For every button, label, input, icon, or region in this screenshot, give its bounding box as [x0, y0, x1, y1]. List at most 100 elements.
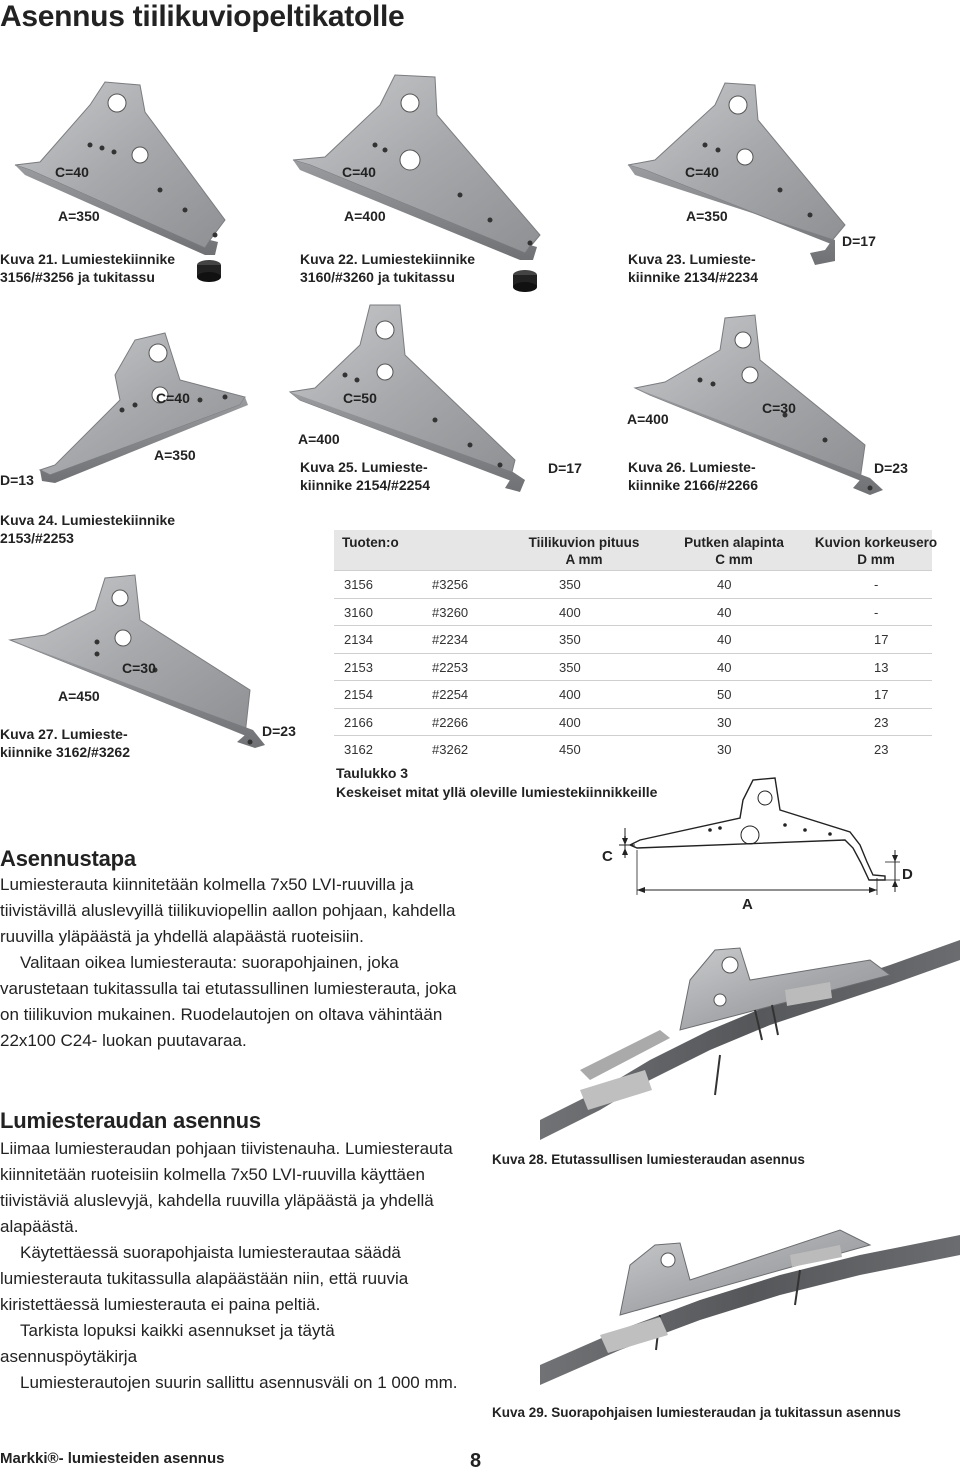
k26-caption-line2: kiinnike 2166/#2266 [628, 477, 758, 493]
cell-height-d: 23 [874, 714, 889, 730]
k26-dim-a: A=400 [627, 411, 669, 427]
asennustapa-heading: Asennustapa [0, 846, 136, 871]
k26-caption-line1: Kuva 26. Lumieste- [628, 459, 756, 475]
asennus-paragraph-4: Lumiesterautojen suurin sallittu asennus… [20, 1373, 458, 1392]
cell-product: 3162 [344, 742, 373, 757]
cell-length-a: 450 [559, 742, 581, 757]
header-pipe-line2: C mm [715, 552, 753, 567]
cell-product: 2154 [344, 687, 373, 702]
bracket-25-illustration [288, 304, 525, 492]
cell-product: 3156 [344, 577, 373, 592]
k22-dim-c: C=40 [342, 164, 376, 180]
cell-length-a: 350 [559, 659, 581, 675]
k24-dim-c: C=40 [156, 390, 190, 406]
k23-caption-line1: Kuva 23. Lumieste- [628, 251, 756, 267]
k27-dim-d: D=23 [262, 723, 296, 739]
header-height: Kuvion korkeusero D mm [806, 534, 946, 568]
k27-caption-line2: kiinnike 3162/#3262 [0, 744, 130, 760]
k25-caption: Kuva 25. Lumieste- kiinnike 2154/#2254 [300, 458, 430, 494]
page-number: 8 [470, 1450, 482, 1472]
header-height-line2: D mm [857, 552, 895, 567]
k23-dim-c: C=40 [685, 164, 719, 180]
k24-caption-line2: 2153/#2253 [0, 530, 74, 546]
dimension-diagram [619, 777, 900, 895]
header-length-line1: Tiilikuvion pituus [528, 535, 640, 550]
table-header: Tuoten:o Tiilikuvion pituus A mm Putken … [334, 530, 937, 570]
cell-product: 3160 [344, 604, 373, 620]
asennus-paragraph-2: Käytettäessä suorapohjaista lumiesteraut… [0, 1243, 409, 1314]
cell-pipe-c: 40 [717, 659, 732, 675]
k27-caption: Kuva 27. Lumieste- kiinnike 3162/#3262 [0, 725, 130, 761]
table-note-title: Taulukko 3 [336, 765, 409, 781]
header-length: Tiilikuvion pituus A mm [499, 534, 669, 568]
cell-length-a: 400 [559, 604, 581, 620]
header-length-line2: A mm [565, 552, 603, 567]
cell-height-d: - [874, 577, 879, 592]
k21-dim-a: A=350 [58, 208, 100, 224]
diagram-label-d: D [902, 866, 913, 883]
cell-height-d: - [874, 604, 879, 620]
k24-caption: Kuva 24. Lumiestekiinnike 2153/#2253 [0, 511, 175, 547]
table-note-text: Keskeiset mitat yllä oleville lumiesteki… [336, 784, 658, 800]
k21-caption: Kuva 21. Lumiestekiinnike 3156/#3256 ja … [0, 250, 175, 286]
header-pipe: Putken alapinta C mm [659, 534, 809, 568]
k21-caption-line1: Kuva 21. Lumiestekiinnike [0, 251, 176, 267]
cell-alt-product: #3256 [432, 577, 469, 592]
header-height-line1: Kuvion korkeusero [814, 535, 938, 550]
k26-caption: Kuva 26. Lumieste- kiinnike 2166/#2266 [628, 458, 758, 494]
k25-dim-c: C=50 [343, 390, 377, 406]
k24-caption-line1: Kuva 24. Lumiestekiinnike [0, 512, 176, 528]
bracket-21-illustration [14, 81, 226, 255]
k21-caption-line2: 3156/#3256 ja tukitassu [0, 269, 155, 285]
cell-height-d: 17 [874, 687, 889, 702]
asennus-paragraph-1: Liimaa lumiesteraudan pohjaan tiivistena… [0, 1139, 453, 1236]
k22-dim-a: A=400 [344, 208, 386, 224]
k29-caption: Kuva 29. Suorapohjaisen lumiesteraudan j… [492, 1405, 901, 1420]
support-foot-21-icon [197, 260, 221, 282]
cell-product: 2153 [344, 659, 373, 675]
footer-brand: Markki®- lumiesteiden asennus [0, 1450, 225, 1467]
k22-caption-line2: 3160/#3260 ja tukitassu [300, 269, 455, 285]
cell-pipe-c: 50 [717, 687, 732, 702]
cell-alt-product: #2254 [432, 687, 469, 702]
asennus-heading: Lumiesteraudan asennus [0, 1108, 261, 1133]
k22-caption-line1: Kuva 22. Lumiestekiinnike [300, 251, 476, 267]
table-row: 3156 #3256 350 40 - [334, 570, 932, 598]
cell-pipe-c: 40 [717, 632, 732, 647]
asennustapa-text: Lumiesterauta kiinnitetään kolmella 7x50… [0, 872, 470, 1054]
k26-dim-c: C=30 [762, 400, 796, 416]
k21-dim-c: C=40 [55, 164, 89, 180]
cell-height-d: 23 [874, 742, 889, 757]
k28-caption: Kuva 28. Etutassullisen lumiesteraudan a… [492, 1152, 805, 1167]
cell-pipe-c: 40 [717, 604, 732, 620]
table-note: Taulukko 3 Keskeiset mitat yllä oleville… [336, 764, 657, 802]
asennus-paragraph-3: Tarkista lopuksi kaikki asennukset ja tä… [0, 1321, 335, 1366]
dimensions-table: Tuoten:o Tiilikuvion pituus A mm Putken … [334, 530, 937, 763]
bracket-27-illustration [8, 574, 265, 748]
k26-dim-d: D=23 [874, 460, 908, 476]
k25-dim-d: D=17 [548, 460, 582, 476]
diagram-label-a: A [742, 896, 753, 913]
k23-caption-line2: kiinnike 2134/#2234 [628, 269, 758, 285]
photo-installation-28 [540, 920, 960, 1150]
cell-length-a: 350 [559, 577, 581, 592]
cell-alt-product: #3262 [432, 742, 469, 757]
asennustapa-paragraph-1: Lumiesterauta kiinnitetään kolmella 7x50… [0, 875, 456, 946]
k27-dim-a: A=450 [58, 688, 100, 704]
header-product: Tuoten:o [342, 535, 399, 550]
asennustapa-paragraph-2: Valitaan oikea lumiesterauta: suorapohja… [0, 953, 457, 1050]
page-title: Asennus tiilikuviopeltikatolle [0, 0, 405, 33]
cell-length-a: 400 [559, 714, 581, 730]
cell-height-d: 17 [874, 632, 889, 647]
bracket-23-illustration [627, 82, 846, 265]
diagram-label-c: C [602, 848, 613, 865]
cell-alt-product: #3260 [432, 604, 469, 620]
cell-length-a: 350 [559, 632, 581, 647]
k22-caption: Kuva 22. Lumiestekiinnike 3160/#3260 ja … [300, 250, 475, 286]
cell-alt-product: #2266 [432, 714, 469, 730]
cell-pipe-c: 40 [717, 577, 732, 592]
k25-dim-a: A=400 [298, 431, 340, 447]
